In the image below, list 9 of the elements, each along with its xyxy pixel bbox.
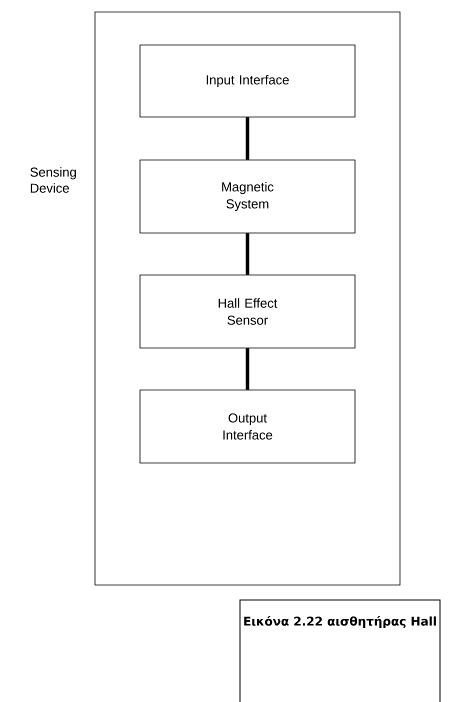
process-box: Input Interface (140, 44, 356, 118)
connector-line (246, 348, 250, 390)
connector-line (246, 233, 250, 275)
process-box: Magnetic System (140, 160, 356, 234)
caption-box: Εικόνα 2.22 αισθητήρας Hall (240, 600, 440, 702)
process-box: Hall Effect Sensor (140, 274, 356, 348)
connector-line (246, 117, 250, 160)
group-label: Sensing Device (30, 167, 76, 193)
process-box: Output Interface (140, 390, 356, 464)
